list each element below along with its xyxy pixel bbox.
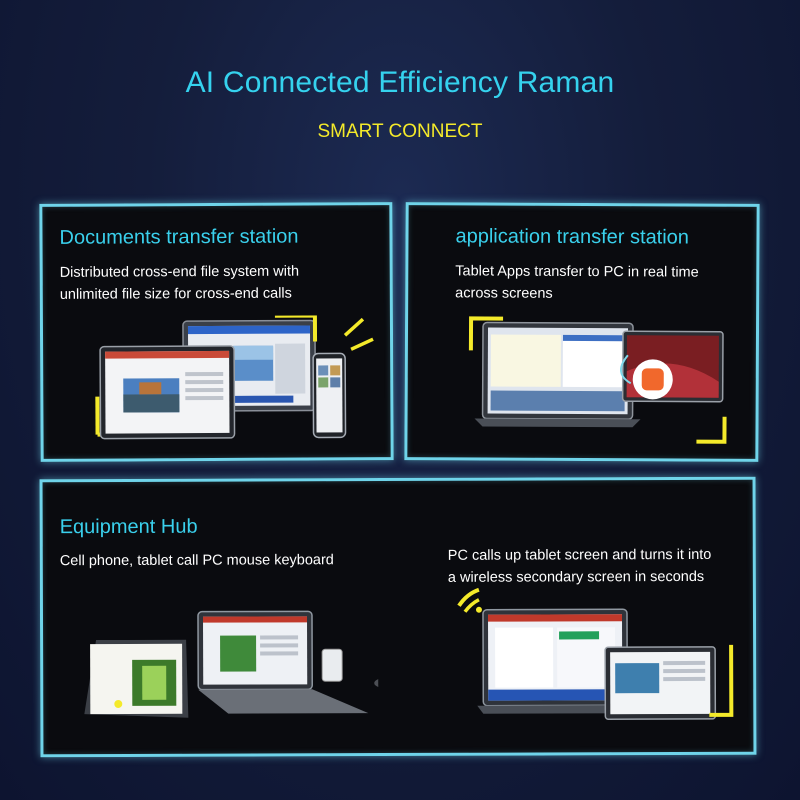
secondary-screen-description: PC calls up tablet screen and turns it i… [448,544,712,589]
equipment-hub-description: Cell phone, tablet call PC mouse keyboar… [60,549,334,572]
equipment-hub-devices-illustration [84,610,379,718]
application-transfer-title: application transfer station [455,225,690,249]
equipment-hub-panel: Equipment Hub Cell phone, tablet call PC… [39,476,757,758]
description-line-1: Tablet Apps transfer to PC in real time [455,263,699,281]
documents-devices-illustration [95,315,374,440]
description-line-2: unlimited file size for cross-end calls [59,285,292,303]
secondary-screen-devices-illustration [457,587,734,721]
application-transfer-panel: application transfer station Tablet Apps… [404,202,760,462]
description-line-1: PC calls up tablet screen and turns it i… [447,546,712,564]
equipment-hub-title: Equipment Hub [59,515,198,539]
documents-transfer-panel: Documents transfer station Distributed c… [39,202,394,462]
documents-transfer-description: Distributed cross-end file system with u… [60,261,300,306]
documents-transfer-title: Documents transfer station [59,225,299,249]
application-devices-illustration [468,316,727,444]
application-transfer-description: Tablet Apps transfer to PC in real time … [455,260,699,305]
description-line-1: Cell phone, tablet call PC mouse keyboar… [59,552,334,570]
description-line-2: across screens [455,285,553,302]
description-line-1: Distributed cross-end file system with [59,263,300,281]
page-title: AI Connected Efficiency Raman [185,66,615,99]
page-subtitle: SMART CONNECT [317,121,483,142]
